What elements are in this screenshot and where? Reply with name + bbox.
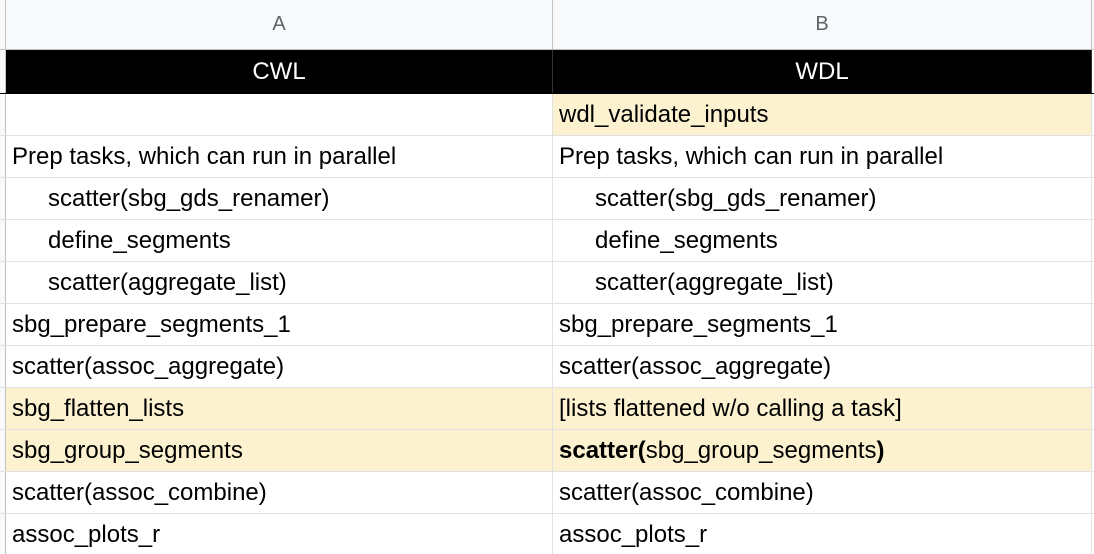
row-gutter[interactable] bbox=[0, 388, 6, 429]
column-header-row: A B bbox=[0, 0, 1094, 50]
table-header-row: CWL WDL bbox=[0, 50, 1094, 94]
table-row: sbg_prepare_segments_1 sbg_prepare_segme… bbox=[0, 304, 1094, 346]
table-row: scatter(assoc_aggregate) scatter(assoc_a… bbox=[0, 346, 1094, 388]
table-row: Prep tasks, which can run in parallel Pr… bbox=[0, 136, 1094, 178]
table-row: assoc_plots_r assoc_plots_r bbox=[0, 514, 1094, 554]
row-gutter[interactable] bbox=[0, 178, 6, 219]
cell-a[interactable]: sbg_prepare_segments_1 bbox=[6, 304, 553, 345]
cell-header-wdl[interactable]: WDL bbox=[553, 50, 1092, 93]
cell-b[interactable]: Prep tasks, which can run in parallel bbox=[553, 136, 1092, 177]
row-gutter[interactable] bbox=[0, 430, 6, 471]
table-row: sbg_group_segments scatter(sbg_group_seg… bbox=[0, 430, 1094, 472]
row-gutter[interactable] bbox=[0, 346, 6, 387]
cell-b[interactable]: define_segments bbox=[553, 220, 1092, 261]
table-row: sbg_flatten_lists [lists flattened w/o c… bbox=[0, 388, 1094, 430]
table-row: define_segments define_segments bbox=[0, 220, 1094, 262]
column-header-a[interactable]: A bbox=[6, 0, 553, 49]
cell-b-bold-suffix: ) bbox=[876, 436, 885, 464]
cell-b-bold-prefix: scatter( bbox=[559, 436, 646, 464]
row-gutter[interactable] bbox=[0, 50, 6, 93]
cell-a[interactable]: scatter(assoc_combine) bbox=[6, 472, 553, 513]
cell-b[interactable]: wdl_validate_inputs bbox=[553, 94, 1092, 135]
cell-a[interactable]: sbg_flatten_lists bbox=[6, 388, 553, 429]
row-gutter[interactable] bbox=[0, 472, 6, 513]
cell-a[interactable]: scatter(assoc_aggregate) bbox=[6, 346, 553, 387]
table-row: wdl_validate_inputs bbox=[0, 94, 1094, 136]
row-gutter[interactable] bbox=[0, 220, 6, 261]
table-row: scatter(sbg_gds_renamer) scatter(sbg_gds… bbox=[0, 178, 1094, 220]
select-all-corner[interactable] bbox=[0, 0, 6, 49]
cell-a[interactable]: assoc_plots_r bbox=[6, 514, 553, 554]
cell-b[interactable]: sbg_prepare_segments_1 bbox=[553, 304, 1092, 345]
table-row: scatter(assoc_combine) scatter(assoc_com… bbox=[0, 472, 1094, 514]
cell-a[interactable]: Prep tasks, which can run in parallel bbox=[6, 136, 553, 177]
column-header-b[interactable]: B bbox=[553, 0, 1092, 49]
cell-b[interactable]: scatter(assoc_aggregate) bbox=[553, 346, 1092, 387]
cell-header-cwl[interactable]: CWL bbox=[6, 50, 553, 93]
cell-a[interactable]: define_segments bbox=[6, 220, 553, 261]
cell-a[interactable]: sbg_group_segments bbox=[6, 430, 553, 471]
cell-a[interactable] bbox=[6, 94, 553, 135]
cell-b[interactable]: [lists flattened w/o calling a task] bbox=[553, 388, 1092, 429]
cell-b[interactable]: scatter(sbg_group_segments) bbox=[553, 430, 1092, 471]
cell-b[interactable]: scatter(sbg_gds_renamer) bbox=[553, 178, 1092, 219]
row-gutter[interactable] bbox=[0, 136, 6, 177]
cell-b[interactable]: assoc_plots_r bbox=[553, 514, 1092, 554]
table-row: scatter(aggregate_list) scatter(aggregat… bbox=[0, 262, 1094, 304]
cell-b[interactable]: scatter(aggregate_list) bbox=[553, 262, 1092, 303]
row-gutter[interactable] bbox=[0, 304, 6, 345]
cell-a[interactable]: scatter(aggregate_list) bbox=[6, 262, 553, 303]
cell-b-text: sbg_group_segments bbox=[645, 436, 877, 464]
cell-a[interactable]: scatter(sbg_gds_renamer) bbox=[6, 178, 553, 219]
row-gutter[interactable] bbox=[0, 514, 6, 554]
row-gutter[interactable] bbox=[0, 94, 6, 135]
cell-b[interactable]: scatter(assoc_combine) bbox=[553, 472, 1092, 513]
row-gutter[interactable] bbox=[0, 262, 6, 303]
